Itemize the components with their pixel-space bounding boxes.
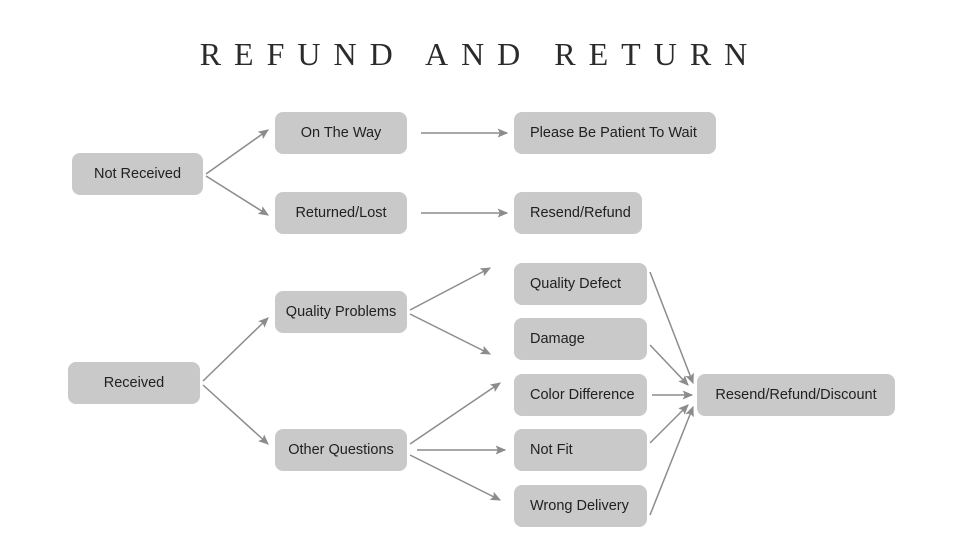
page-title: REFUND AND RETURN (199, 36, 761, 72)
edge-received-to-quality-problems (202, 317, 269, 382)
node-quality-defect[interactable]: Quality Defect (514, 263, 647, 305)
node-resend-refund-discount[interactable]: Resend/Refund/Discount (697, 374, 895, 416)
node-label: Not Received (93, 165, 182, 182)
node-quality-problems[interactable]: Quality Problems (275, 291, 407, 333)
node-label: On The Way (300, 124, 382, 141)
node-label: Damage (530, 330, 585, 347)
edge-not-received-to-returned-lost (205, 175, 270, 216)
node-label: Received (103, 374, 165, 391)
edge-other-questions-to-color-difference (409, 382, 501, 445)
edge-not-received-to-on-the-way (205, 129, 269, 175)
node-wrong-delivery[interactable]: Wrong Delivery (514, 485, 647, 527)
node-label: Other Questions (288, 441, 394, 458)
node-label: Wrong Delivery (530, 497, 629, 514)
edge-quality-problems-to-quality-defect (409, 267, 492, 311)
node-label: Color Difference (530, 386, 635, 403)
node-label: Quality Problems (285, 303, 397, 320)
edge-quality-problems-to-damage (409, 313, 492, 355)
node-please-be-patient[interactable]: Please Be Patient To Wait (514, 112, 716, 154)
node-on-the-way[interactable]: On The Way (275, 112, 407, 154)
node-label: Returned/Lost (295, 204, 387, 221)
node-label: Resend/Refund (530, 204, 631, 221)
node-not-received[interactable]: Not Received (72, 153, 203, 195)
edge-other-questions-to-wrong-delivery (409, 454, 502, 501)
node-color-difference[interactable]: Color Difference (514, 374, 647, 416)
node-label: Quality Defect (530, 275, 622, 292)
node-label: Resend/Refund/Discount (715, 386, 877, 403)
node-received[interactable]: Received (68, 362, 200, 404)
node-resend-refund[interactable]: Resend/Refund (514, 192, 642, 234)
edge-received-to-other-questions (202, 384, 269, 445)
node-other-questions[interactable]: Other Questions (275, 429, 407, 471)
node-label: Please Be Patient To Wait (530, 124, 697, 141)
node-returned-lost[interactable]: Returned/Lost (275, 192, 407, 234)
edge-quality-defect-to-resend-refund-discount (649, 271, 694, 385)
node-label: Not Fit (530, 441, 573, 458)
edge-damage-to-resend-refund-discount (649, 344, 689, 386)
edge-not-fit-to-resend-refund-discount (649, 404, 689, 444)
node-not-fit[interactable]: Not Fit (514, 429, 647, 471)
node-damage[interactable]: Damage (514, 318, 647, 360)
edge-wrong-delivery-to-resend-refund-discount (649, 405, 694, 516)
